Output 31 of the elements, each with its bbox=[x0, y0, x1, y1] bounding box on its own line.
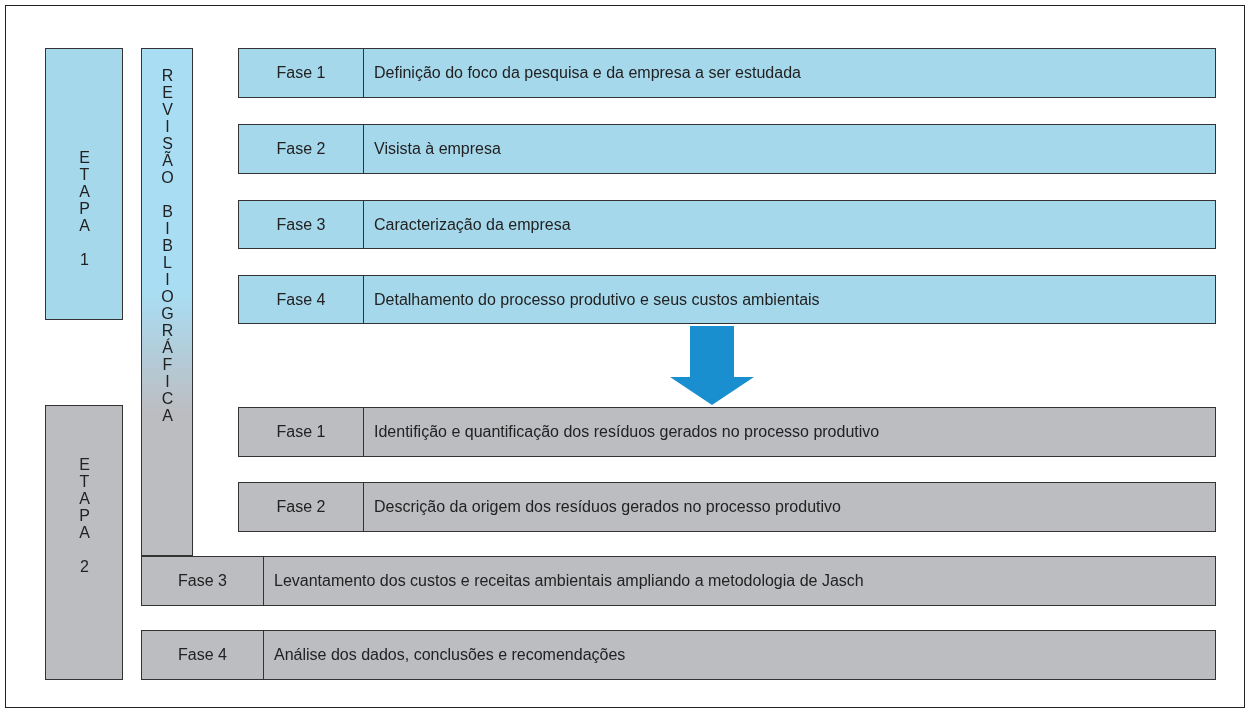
phase-row bbox=[141, 556, 1216, 606]
phase-row bbox=[238, 482, 1216, 532]
stage-bar bbox=[45, 405, 123, 680]
phase-description: Caracterização da empresa bbox=[373, 214, 571, 235]
phase-row bbox=[238, 407, 1216, 457]
phase-description: Detalhamento do processo produtivo e seus custos ambientais bbox=[373, 289, 820, 310]
phase-row bbox=[141, 630, 1216, 680]
phase-label: Fase 3 bbox=[142, 557, 264, 605]
vertical-label: ETAPA 1 bbox=[76, 149, 92, 268]
block-arrow bbox=[670, 326, 754, 405]
phase-description: Definição do foco da pesquisa e da empresa a ser estudada bbox=[373, 63, 801, 83]
phase-description: Análise dos dados, conclusões e recomendações bbox=[273, 645, 626, 665]
phase-label: Fase 4 bbox=[142, 631, 264, 679]
phase-label: Fase 1 bbox=[239, 49, 364, 97]
stage-bar bbox=[45, 48, 123, 320]
phase-description: Identifição e quantificação dos resíduos gerados no processo produtivo bbox=[373, 422, 880, 442]
review-bar bbox=[141, 48, 193, 556]
vertical-label: ETAPA 2 bbox=[76, 456, 92, 575]
phase-row bbox=[238, 48, 1216, 98]
vertical-label: REVISÃO BIBLIOGRÁFICA bbox=[159, 67, 175, 424]
phase-label: Fase 2 bbox=[239, 483, 364, 531]
phase-row bbox=[238, 275, 1216, 324]
phase-description: Visista à empresa bbox=[373, 139, 501, 159]
phase-description: Levantamento dos custos e receitas ambientais ampliando a metodologia de Jasch bbox=[273, 571, 864, 591]
phase-label: Fase 2 bbox=[239, 125, 364, 173]
phase-row bbox=[238, 200, 1216, 249]
phase-row bbox=[238, 124, 1216, 174]
phase-label: Fase 1 bbox=[239, 408, 364, 456]
phase-description: Descrição da origem dos resíduos gerados no processo produtivo bbox=[373, 497, 841, 517]
phase-label: Fase 3 bbox=[239, 201, 364, 248]
phase-label: Fase 4 bbox=[239, 276, 364, 323]
